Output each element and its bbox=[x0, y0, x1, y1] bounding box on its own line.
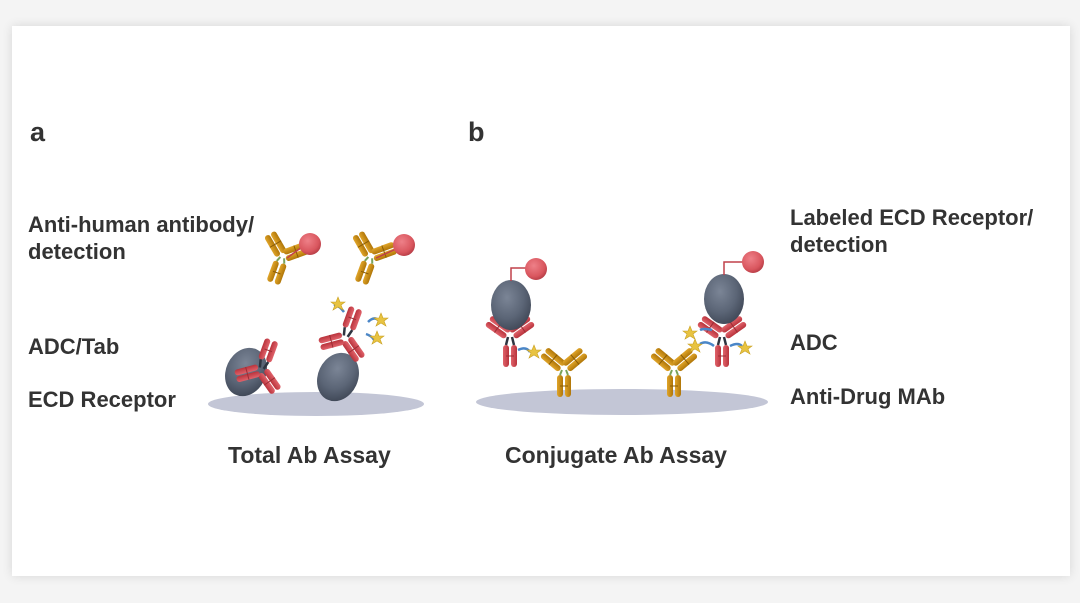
drug-payload-b1 bbox=[526, 344, 542, 359]
panel-a-detection-label-line2: detection bbox=[28, 239, 126, 264]
plate-b bbox=[476, 389, 768, 415]
panel-a-detection-label-line1: Anti-human antibody/ bbox=[28, 212, 255, 237]
detection-label-b1 bbox=[525, 258, 547, 280]
figure-card bbox=[12, 26, 1070, 576]
drug-payload-a2-3 bbox=[369, 330, 385, 345]
panel-b-middle-label: ADC bbox=[790, 330, 838, 355]
panel-b-letter: b bbox=[468, 117, 485, 147]
drug-payload-b2-2 bbox=[737, 340, 753, 355]
drug-payload-a2-1 bbox=[330, 296, 346, 311]
panel-b-detection-label-line1: Labeled ECD Receptor/ bbox=[790, 205, 1034, 230]
panel-b-detection-label: Labeled ECD Receptor/ detection bbox=[790, 204, 1033, 258]
panel-a-middle-label: ADC/Tab bbox=[28, 334, 120, 359]
ecd-receptor-a2 bbox=[317, 352, 359, 402]
labeled-ecd-receptor-b1 bbox=[491, 280, 531, 330]
panel-b-detection-label-line2: detection bbox=[790, 232, 888, 257]
panel-a-capture-label: ECD Receptor bbox=[28, 387, 176, 412]
detection-antibody-a2 bbox=[337, 226, 402, 293]
panel-b-artwork bbox=[476, 251, 768, 415]
detection-label-a1 bbox=[299, 233, 321, 255]
panel-a-letter: a bbox=[30, 117, 46, 147]
plate-a bbox=[208, 392, 424, 416]
panel-a-caption: Total Ab Assay bbox=[228, 442, 391, 468]
panel-a-artwork bbox=[208, 226, 424, 416]
panel-b-caption: Conjugate Ab Assay bbox=[505, 442, 727, 468]
anti-drug-mab-b1 bbox=[538, 345, 590, 398]
panel-a-detection-label: Anti-human antibody/ detection bbox=[28, 211, 254, 265]
labeled-ecd-receptor-b2 bbox=[704, 274, 744, 324]
drug-payload-a2-2 bbox=[373, 312, 389, 327]
panel-b-capture-label: Anti-Drug MAb bbox=[790, 384, 946, 409]
detection-label-b2 bbox=[742, 251, 764, 273]
drug-payload-b2-3 bbox=[682, 325, 698, 340]
detection-label-a2 bbox=[393, 234, 415, 256]
